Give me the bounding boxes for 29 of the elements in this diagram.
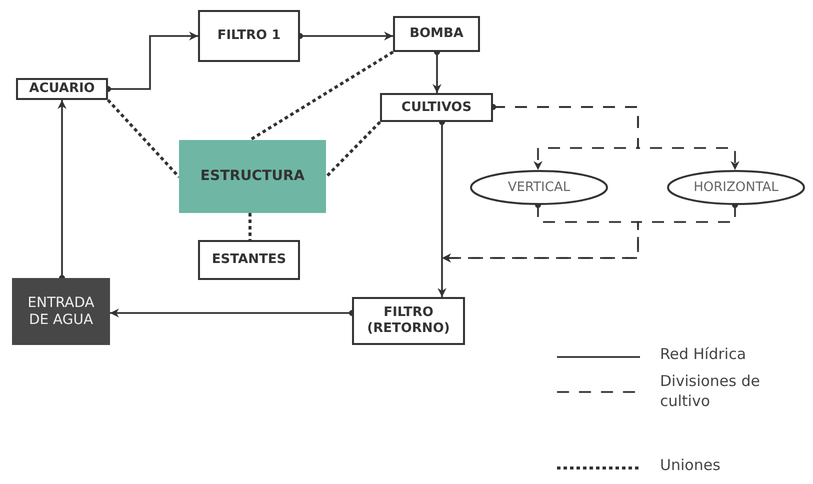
node-label: ENTRADA DE AGUA [26,294,96,328]
node-label: CULTIVOS [401,100,472,116]
dotted-connector [106,98,180,178]
node-label: FILTRO 1 [217,28,281,44]
process-box [16,78,108,100]
node-label: BOMBA [410,26,464,42]
dotted-connector [324,120,382,178]
process-box [393,16,480,52]
process-box [380,93,493,122]
structure-box [179,140,326,213]
process-box [198,240,300,280]
crop-ellipse [470,170,608,205]
process-box [352,297,465,345]
node-label: ESTANTES [212,252,286,268]
process-box [198,10,300,62]
node-label: FILTRO (RETORNO) [366,305,451,337]
arrow [58,100,66,281]
node-label: VERTICAL [508,180,570,196]
node-label: ACUARIO [29,81,95,97]
arrow [442,202,738,262]
dotted-connector [248,213,252,240]
legend-text: Red Hídrica [660,345,748,364]
legend-text: Divisiones de cultivo [660,372,760,411]
node-label: HORIZONTAL [694,180,778,196]
legend-text: Uniones [660,456,722,476]
water-inlet-box [12,278,110,345]
node-label: ESTRUCTURA [200,168,305,185]
dotted-connector [249,50,394,142]
crop-ellipse [667,170,805,205]
